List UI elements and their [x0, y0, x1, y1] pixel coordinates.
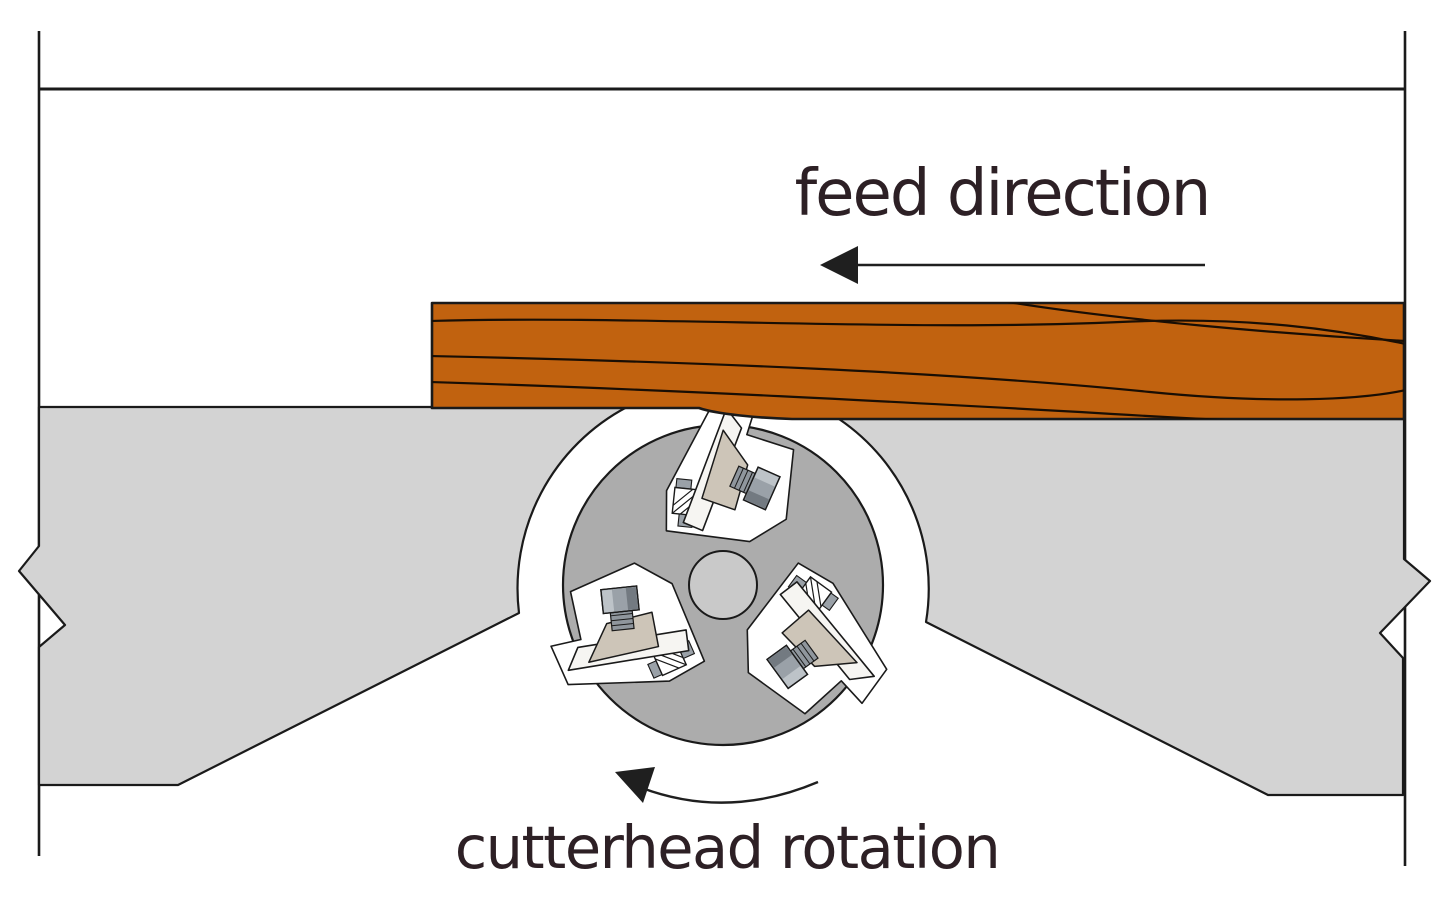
feed-direction-arrow-icon: [820, 246, 1205, 284]
infeed-table: [837, 417, 1432, 797]
spindle-bore: [688, 550, 758, 620]
wood-board: [430, 301, 1406, 421]
cutterhead: [533, 396, 910, 747]
feed-direction-label: feed direction: [795, 157, 1210, 231]
cutterhead-rotation-label: cutterhead rotation: [455, 813, 1000, 882]
rotation-arrow-icon: [615, 767, 819, 804]
outfeed-table: [17, 405, 629, 787]
wood-grain: [432, 303, 1404, 419]
